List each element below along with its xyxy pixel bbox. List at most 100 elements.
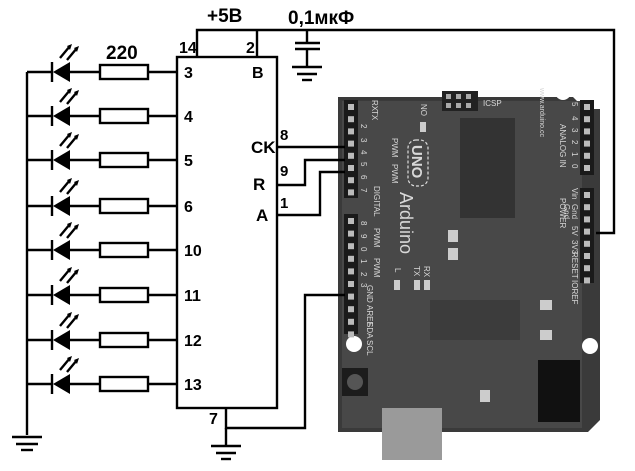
header-pin (348, 177, 354, 184)
reset-button[interactable] (342, 368, 368, 396)
header-pin (348, 243, 354, 250)
header-pin (348, 318, 354, 325)
header-pin (584, 140, 590, 147)
header-pin (348, 331, 354, 338)
header-pin (348, 293, 354, 300)
ic-output-pin-label: 13 (184, 377, 202, 394)
led-l-label: L (393, 268, 402, 273)
power-label: POWER (558, 198, 567, 228)
header-pin (584, 116, 590, 123)
power-pin-label: Vin (570, 188, 579, 199)
header-pin (584, 165, 590, 171)
header-pin (584, 152, 590, 159)
header-pin (584, 277, 590, 284)
pwm-label: PWM (390, 164, 399, 184)
rx-pin-label: RX (370, 100, 379, 112)
header-pin (348, 218, 354, 224)
mcu-chip (460, 118, 515, 218)
ground-symbol (12, 435, 42, 452)
header-pin (584, 240, 590, 247)
header-pin (348, 268, 354, 275)
counter-ic (175, 55, 279, 410)
aref-pin-label: AREF (365, 305, 374, 326)
led-diode (50, 356, 79, 394)
ic-pin-14: 14 (179, 40, 197, 57)
status-leds (394, 280, 430, 290)
uno-logo: UNO (407, 139, 429, 187)
resistor (98, 331, 150, 349)
led-diode (50, 178, 79, 216)
mount-hole (346, 336, 362, 352)
arduino-brand: Arduino (396, 192, 416, 254)
led-diode (50, 312, 79, 350)
analog-pin-label: 2 (570, 140, 579, 145)
pin-label: 9 (359, 234, 368, 239)
header-pin (348, 104, 354, 110)
dc-jack (538, 360, 580, 422)
power-pin-label: 5V (570, 226, 579, 236)
header-pin (348, 165, 354, 171)
power-pin-label: Gnd (570, 204, 579, 219)
header-pin (584, 192, 590, 198)
pin-label: 2 (359, 124, 368, 129)
mount-hole (555, 84, 571, 100)
led-row: 13 (27, 356, 202, 394)
power-pin-label: Gnd (562, 204, 571, 219)
header-pin (584, 128, 590, 135)
power-pin-label: RESET (570, 252, 579, 279)
a-pin-label: 1 (280, 195, 288, 212)
pin-label: 4 (359, 150, 368, 155)
header-pin (584, 204, 590, 211)
pwm-label: PWM (390, 138, 399, 158)
ck-pin-label: 8 (280, 127, 288, 144)
resistor (98, 286, 150, 304)
arduino-uno-board: ICSP ON RX TX 2 3 4 5 6 7 DIGITAL PWM PW… (338, 84, 600, 460)
header-pin (348, 116, 354, 123)
on-led (420, 122, 426, 132)
header-pin (348, 281, 354, 287)
led-row: 11 (27, 267, 201, 305)
header-pin (348, 306, 354, 313)
scl-pin-label: SCL (365, 340, 374, 356)
ground-symbol (211, 428, 241, 461)
power-pin-label: IOREF (570, 280, 579, 305)
ic-pin-2: 2 (246, 40, 255, 57)
pwm-label: PWM (372, 228, 381, 248)
ic-output-pin-label: 5 (184, 153, 193, 170)
header-pin (348, 128, 354, 135)
website-label: www.arduino.cc (538, 87, 545, 138)
header-pin (584, 216, 590, 223)
led-tx-label: TX (412, 266, 421, 277)
led-diode (50, 222, 79, 260)
led-diode (50, 88, 79, 126)
power-pin-label: 3V3 (570, 240, 579, 255)
led-row: 5 (27, 132, 193, 170)
pin-label: 7 (359, 188, 368, 193)
ground-symbol (292, 65, 322, 82)
led-row: 3 (27, 44, 193, 82)
ic-pin-7: 7 (209, 411, 218, 428)
analog-pin-label: 3 (570, 128, 579, 133)
resistor (98, 151, 150, 169)
r-input-label: R (253, 175, 265, 194)
resistor (98, 63, 150, 81)
tx-pin-label: TX (370, 110, 379, 121)
header-pin (348, 255, 354, 262)
led-row: 12 (27, 312, 202, 350)
pin-label: 8 (359, 221, 368, 226)
power-header (580, 188, 594, 283)
icsp-header (442, 91, 478, 111)
pwm-label: PWM (372, 258, 381, 278)
resistor (98, 375, 150, 393)
header-pin (584, 253, 590, 259)
ic-pin-b: B (252, 65, 264, 82)
led-row: 10 (27, 222, 202, 260)
led-diode (50, 132, 79, 170)
ic-output-pin-label: 11 (184, 288, 201, 305)
pin-label: 3 (359, 138, 368, 143)
ic-output-pin-label: 12 (184, 333, 202, 350)
supply-label: +5B (207, 6, 242, 27)
ic-output-pin-label: 3 (184, 65, 193, 82)
svg-text:UNO: UNO (408, 145, 425, 179)
